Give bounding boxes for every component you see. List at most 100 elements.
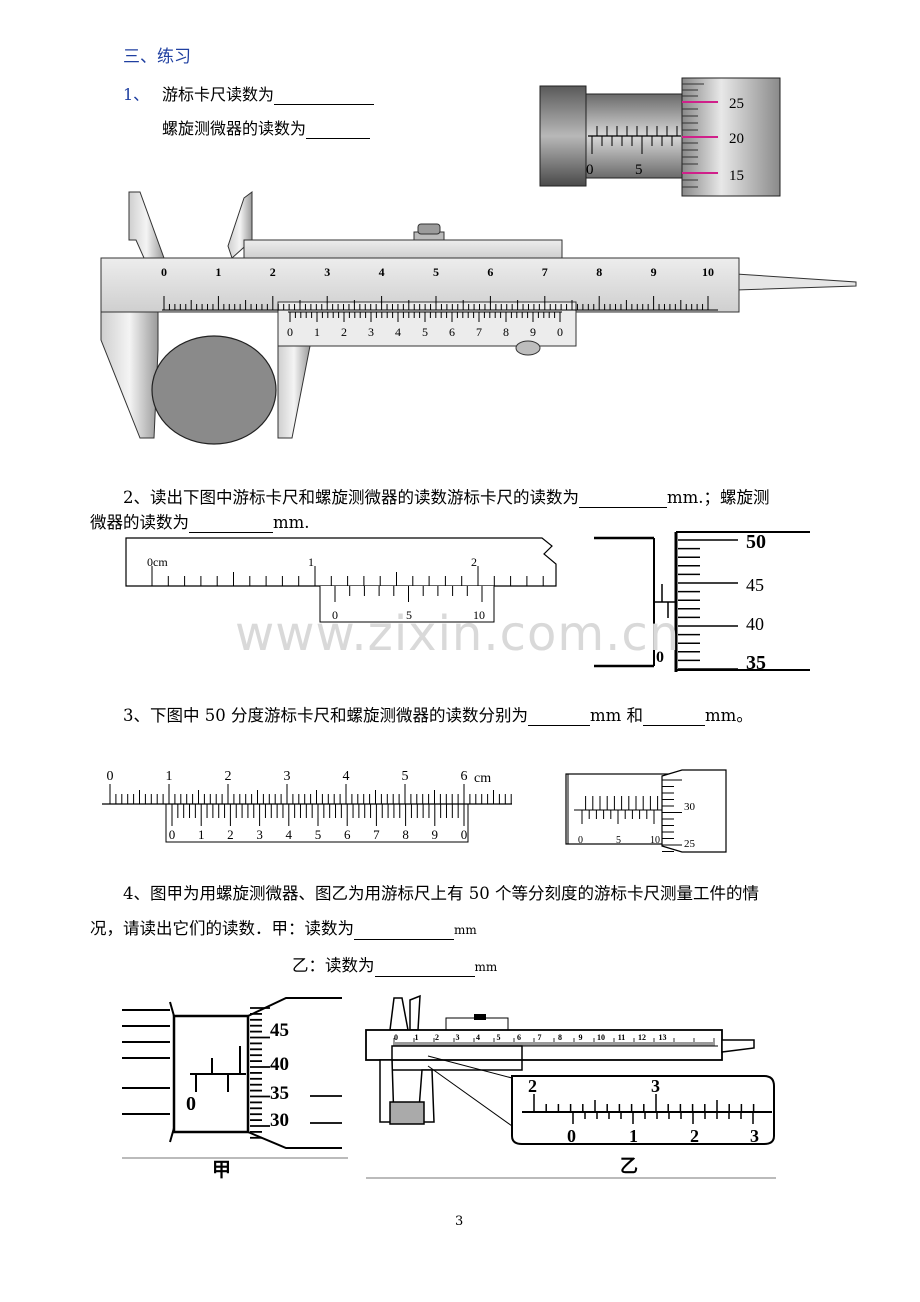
q4-jia-micrometer-figure: 0 45 40 35 30 甲 [122, 997, 348, 1181]
q4-yi-small-label: 3 [456, 1033, 460, 1042]
q2-text-3: 微器的读数为 [90, 513, 189, 532]
q2-line1: 2、读出下图中游标卡尺和螺旋测微器的读数游标卡尺的读数为 mm.；螺旋测 [123, 488, 770, 508]
q3-mic-sleeve-label-10: 10 [650, 835, 660, 846]
section-heading: 三、练习 [123, 47, 191, 67]
q2-text-1: 2、读出下图中游标卡尺和螺旋测微器的读数游标卡尺的读数为 [123, 488, 579, 507]
q2-text-2: mm.；螺旋测 [667, 488, 770, 507]
q1-vernier-label: 0 [557, 325, 563, 339]
q1-main-label: 1 [215, 265, 221, 279]
q2-micrometer-figure: 0 50 45 40 35 [594, 531, 810, 674]
q4-unit-1: mm [454, 923, 477, 937]
q3-main-label: 1 [166, 769, 173, 784]
q4-yi-small-label: 5 [497, 1033, 501, 1042]
q3-main-label: 2 [225, 769, 232, 784]
q4-jia-thimble-label-35: 35 [270, 1083, 289, 1104]
q1-vernier-label: 1 [314, 325, 320, 339]
q4-jia-label: 甲 [212, 1160, 231, 1181]
q4-jia-thimble-label-45: 45 [270, 1020, 289, 1041]
q3-main-label: 6 [461, 769, 468, 784]
q3-text-2: mm 和 [589, 706, 644, 725]
q4-yi-zoom-main-label-3: 3 [651, 1076, 660, 1096]
q4-yi-small-label: 8 [558, 1033, 562, 1042]
q2-mic-thimble-label-40: 40 [746, 614, 764, 634]
q1-main-label: 6 [487, 265, 493, 279]
q1-answer-blank-1[interactable] [274, 88, 375, 105]
q3-answer-blank-1[interactable] [527, 709, 590, 726]
q3-vernier-label: 8 [402, 827, 409, 842]
q1-mic-thimble-label-25: 25 [729, 96, 744, 112]
q3-answer-blank-2[interactable] [643, 709, 706, 726]
q3-micrometer-figure: 0 5 10 30 25 [565, 769, 727, 853]
q1-main-label: 2 [270, 265, 276, 279]
q3-vernier-label: 6 [344, 827, 351, 842]
q1-vernier-label: 3 [368, 325, 374, 339]
q3-vernier-label: 4 [286, 827, 293, 842]
q3-mic-sleeve-label-5: 5 [616, 835, 621, 846]
q1-main-label: 4 [379, 265, 385, 279]
q4-yi-small-label: 1 [415, 1033, 419, 1042]
q1-main-label: 5 [433, 265, 439, 279]
q4-answer-blank-yi[interactable] [374, 960, 475, 977]
q1-mic-sleeve-label-0: 0 [586, 162, 594, 178]
q4-yi-zoom-vernier-label-1: 1 [629, 1126, 638, 1146]
q1-line2-text: 螺旋测微器的读数为 [162, 119, 307, 138]
q1-line2: 螺旋测微器的读数为 [162, 119, 371, 139]
q3-main-label: 5 [402, 769, 409, 784]
q4-yi-zoom-main-label-2: 2 [528, 1076, 537, 1096]
q4-answer-blank-jia[interactable] [354, 923, 454, 940]
q4-yi-zoom-vernier-label-2: 2 [690, 1126, 699, 1146]
q2-answer-blank-2[interactable] [189, 516, 273, 533]
q4-jia-thimble-label-30: 30 [270, 1110, 289, 1131]
q1-main-label: 9 [651, 265, 657, 279]
q4-jia-sleeve-label-0: 0 [186, 1093, 196, 1115]
page-number: 3 [455, 1214, 464, 1229]
q1-main-label: 7 [542, 265, 548, 279]
q2-answer-blank-1[interactable] [579, 491, 667, 508]
q1-main-label: 8 [596, 265, 602, 279]
q3-main-label: 0 [107, 769, 114, 784]
q4-line1: 4、图甲为用螺旋测微器、图乙为用游标尺上有 50 个等分刻度的游标卡尺测量工件的… [123, 884, 759, 903]
q4-yi-small-label: 13 [659, 1033, 667, 1042]
q3-unit-label: cm [474, 771, 491, 786]
q2-mic-thimble-label-35: 35 [746, 652, 766, 674]
q2-line2: 微器的读数为 mm. [90, 513, 310, 533]
q1-main-label: 10 [702, 265, 714, 279]
q2-mic-thimble-label-50: 50 [746, 531, 766, 553]
q1-vernier-label: 8 [503, 325, 509, 339]
q1-vernier-label: 0 [287, 325, 293, 339]
q1-mic-thimble-label-15: 15 [729, 168, 744, 184]
q3-vernier-label: 2 [227, 827, 234, 842]
q4-yi-small-label: 9 [579, 1033, 583, 1042]
q4-yi-label: 乙 [620, 1156, 638, 1176]
q4-line2: 况，请读出它们的读数．甲：读数为 mm [90, 919, 477, 940]
q4-yi-small-label: 7 [538, 1033, 542, 1042]
q2-caliper-figure: 0cm 1 2 0 5 10 [125, 537, 557, 623]
q3-main-label: 4 [343, 769, 350, 784]
q1-vernier-label: 6 [449, 325, 455, 339]
q4-yi-small-label: 2 [435, 1033, 439, 1042]
q3-vernier-label: 1 [198, 827, 205, 842]
q1-answer-blank-2[interactable] [306, 122, 371, 139]
q4-yi-small-label: 10 [597, 1033, 605, 1042]
q1-mic-sleeve-label-5: 5 [635, 162, 643, 178]
q1-line1-text: 游标卡尺读数为 [162, 85, 275, 104]
q4-jia-thimble-label-40: 40 [270, 1054, 289, 1075]
q4-yi-small-label: 0 [394, 1033, 398, 1042]
q1-vernier-label: 9 [530, 325, 536, 339]
q3-mic-thimble-label-25: 25 [684, 838, 696, 850]
q2-main-label-1: 1 [308, 555, 314, 569]
q1-micrometer-figure: 0 5 25 20 15 [539, 77, 781, 197]
q1-vernier-label: 5 [422, 325, 428, 339]
q2-main-label-2: 2 [471, 555, 477, 569]
q3-vernier-label: 9 [432, 827, 439, 842]
q1-mic-thimble-label-20: 20 [729, 131, 744, 147]
q2-text-4: mm. [273, 513, 310, 532]
q3-vernier-label: 7 [373, 827, 380, 842]
q4-text-2: 况，请读出它们的读数．甲：读数为 [90, 919, 354, 938]
q1-number: 1、 [123, 85, 150, 104]
